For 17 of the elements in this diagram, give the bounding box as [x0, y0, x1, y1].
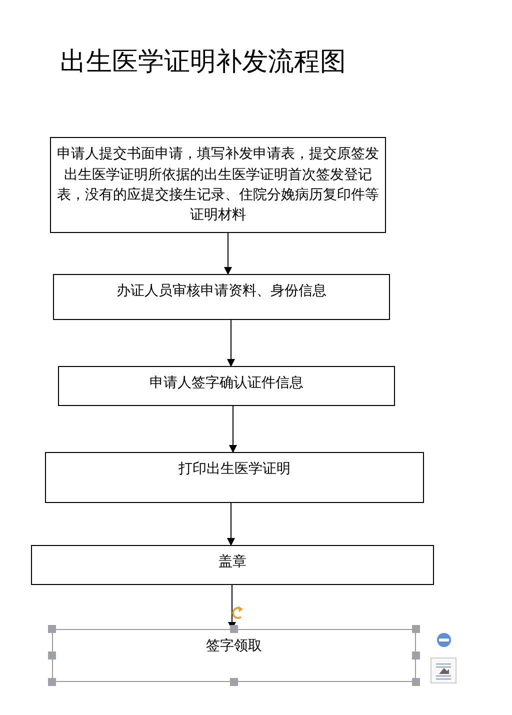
process-box	[52, 629, 416, 682]
step-text: 办证人员审核申请资料、身份信息	[116, 283, 326, 299]
step-text: 打印出生医学证明	[178, 461, 290, 477]
arrow	[229, 406, 237, 453]
process-box	[45, 452, 424, 503]
step-text: 申请人提交书面申请，填写补发申请表，提交原签发出生医学证明所依据的出生医学证明首次签发登记表，没有的应提交接生记录、住院分娩病历复印件等证明材料	[57, 145, 379, 226]
step-text: 申请人签字确认证件信息	[150, 375, 304, 391]
arrow	[224, 232, 232, 275]
arrow	[227, 320, 235, 367]
process-box	[50, 137, 386, 233]
process-box	[53, 274, 390, 320]
diagram-title: 出生医学证明补发流程图	[60, 46, 346, 79]
process-box	[31, 545, 434, 585]
arrow	[227, 502, 235, 546]
process-box	[58, 366, 395, 406]
step-text: 签字领取	[206, 638, 262, 654]
step-text: 盖章	[218, 554, 246, 570]
